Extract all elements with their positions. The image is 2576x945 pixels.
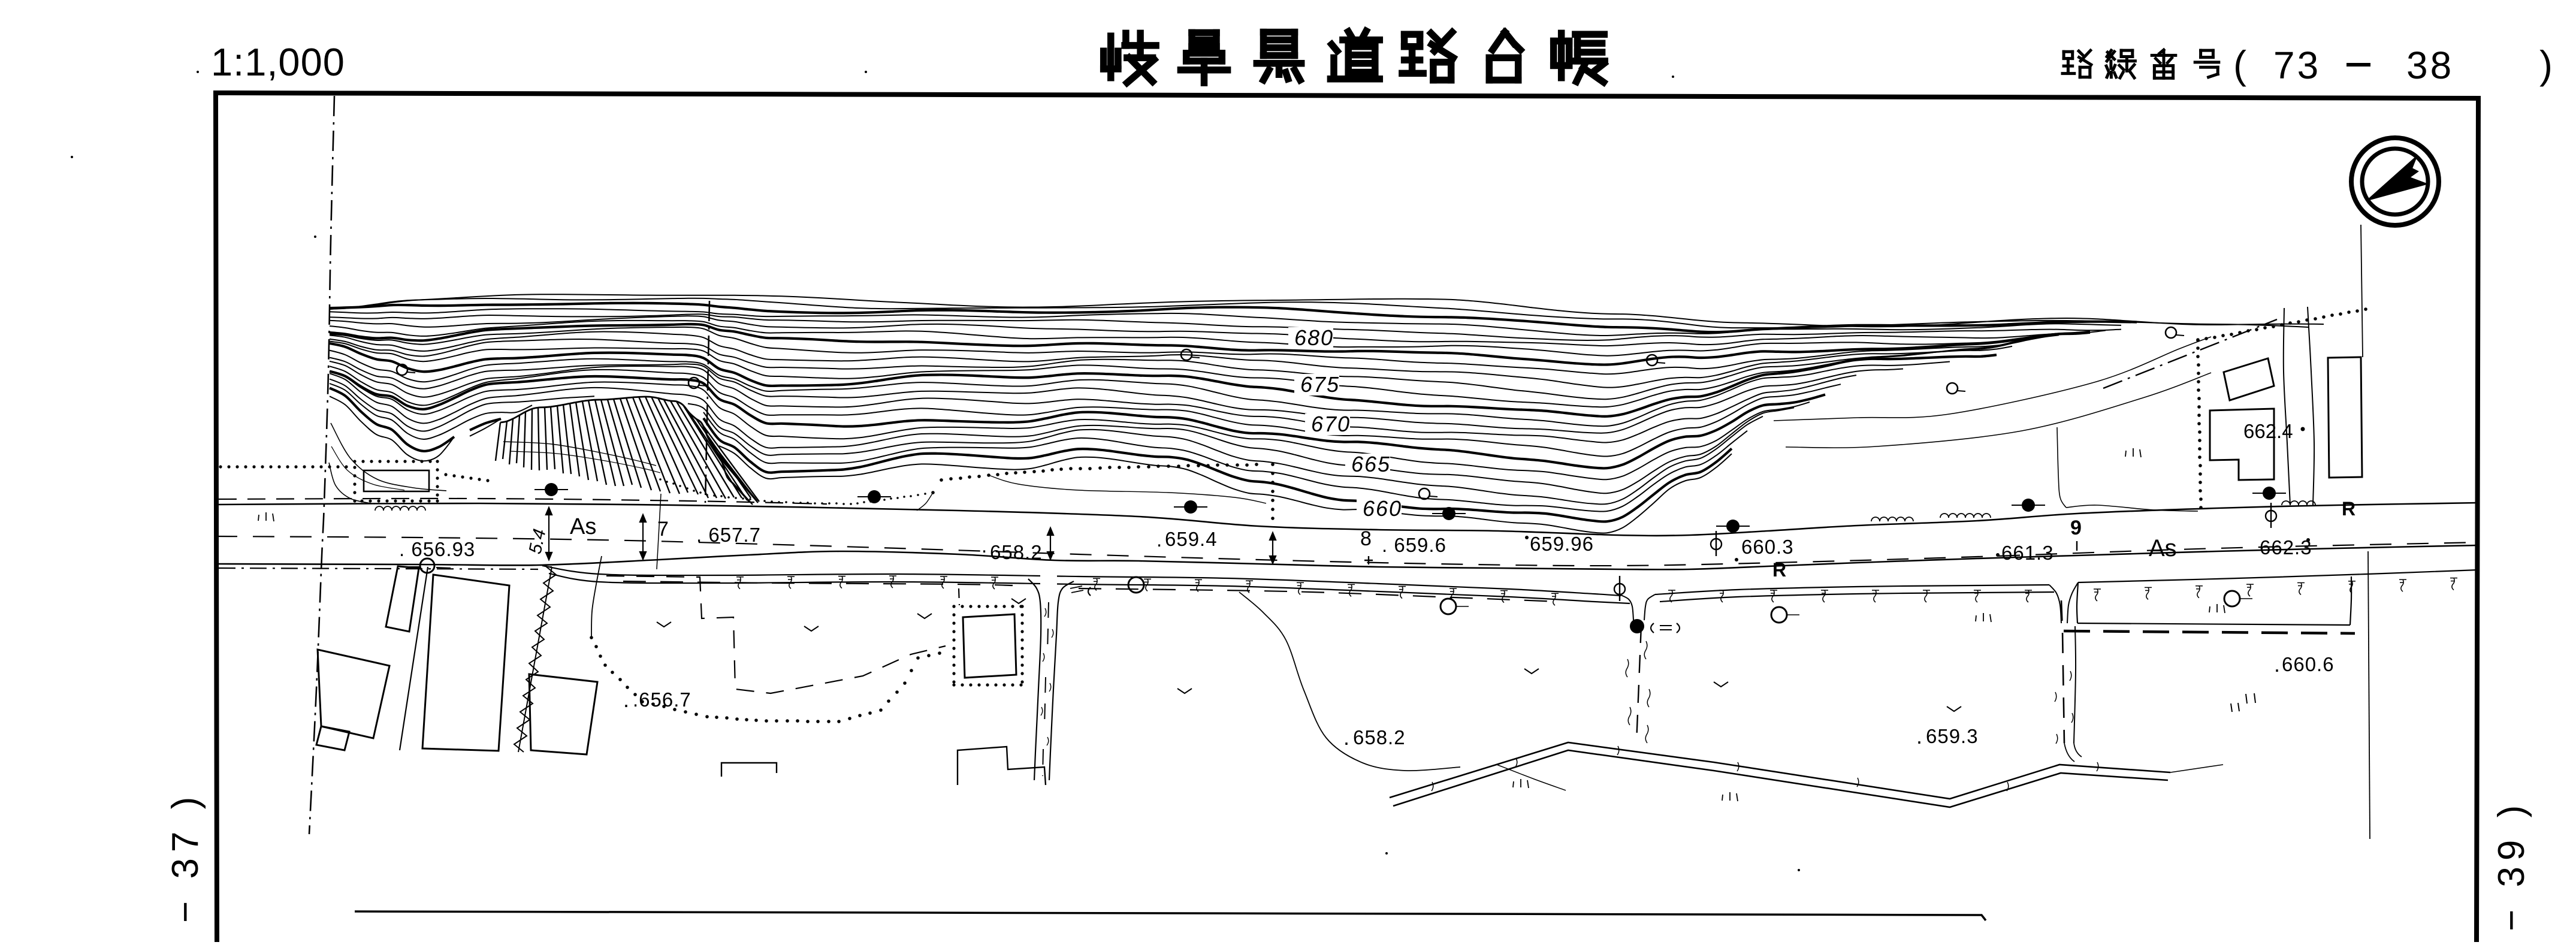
- svg-text:665: 665: [1351, 452, 1391, 476]
- svg-text:660.6: 660.6: [2282, 653, 2335, 675]
- svg-text:.: .: [1343, 725, 1349, 750]
- svg-text:658.2: 658.2: [1353, 726, 1406, 748]
- svg-text:.: .: [1916, 724, 1922, 748]
- svg-text:8: 8: [1360, 527, 1372, 550]
- svg-text:− 37 ): − 37 ): [165, 791, 206, 923]
- svg-text:662.3: 662.3: [2260, 536, 2312, 558]
- svg-text:. 659.6: . 659.6: [1382, 534, 1446, 556]
- svg-text:.: .: [982, 535, 987, 557]
- svg-text:. 656.93: . 656.93: [399, 538, 475, 560]
- svg-text:.: .: [623, 687, 629, 712]
- svg-text:658.2: 658.2: [990, 541, 1043, 563]
- svg-text:7: 7: [657, 518, 669, 541]
- svg-text:661.3: 661.3: [2001, 542, 2054, 564]
- svg-text:(: (: [2233, 43, 2246, 87]
- svg-text:38: 38: [2406, 44, 2454, 87]
- svg-text:As: As: [570, 514, 596, 539]
- svg-text:660: 660: [1363, 496, 1402, 521]
- svg-text:− 39 ): − 39 ): [2491, 799, 2532, 931]
- svg-text:659.96: 659.96: [1530, 533, 1594, 555]
- svg-text:1:1,000: 1:1,000: [211, 40, 345, 84]
- svg-text:659.4: 659.4: [1165, 528, 1218, 550]
- svg-text:): ): [2539, 43, 2553, 87]
- svg-text:73: 73: [2273, 44, 2321, 87]
- svg-text:R: R: [1772, 559, 1786, 581]
- svg-text:. 657.7: . 657.7: [696, 524, 761, 546]
- svg-text:.: .: [1156, 529, 1162, 551]
- svg-text:670: 670: [1311, 412, 1351, 436]
- svg-text:675: 675: [1300, 372, 1340, 397]
- svg-text:680: 680: [1294, 325, 1334, 350]
- svg-text:659.3: 659.3: [1926, 725, 1979, 747]
- svg-text:As: As: [2149, 535, 2177, 561]
- svg-text:660.3: 660.3: [1741, 536, 1794, 558]
- svg-text:R: R: [2342, 498, 2355, 520]
- svg-text:9: 9: [2070, 517, 2082, 539]
- svg-text:.: .: [2274, 652, 2280, 677]
- svg-text:.656.7: .656.7: [633, 689, 691, 711]
